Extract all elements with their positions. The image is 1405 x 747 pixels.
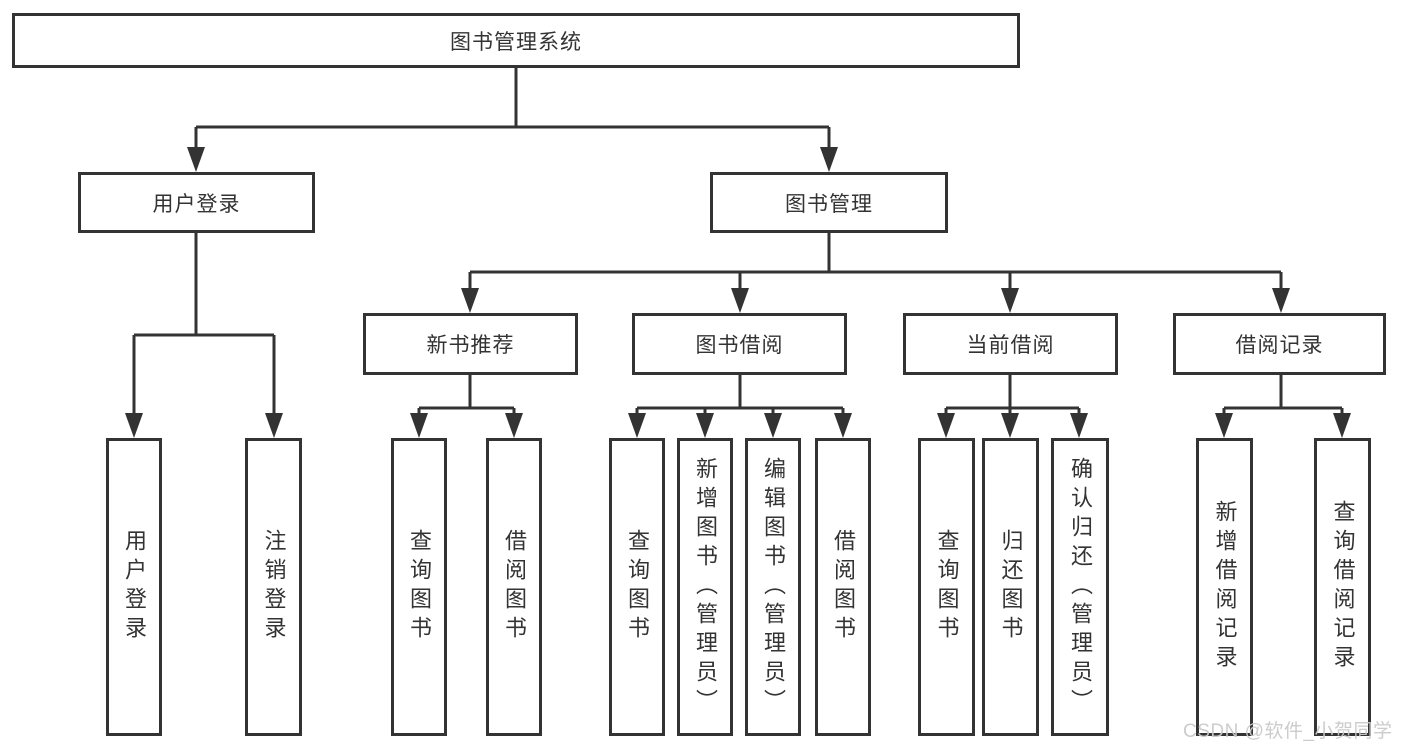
leaf-label: 编辑图书（管理员） <box>761 456 786 718</box>
node-library-management-system: 图书管理系统 <box>12 13 1020 68</box>
arrowhead-icon <box>834 413 852 438</box>
leaf-label: 查询图书 <box>407 529 432 645</box>
leaf-query-books: 查询图书 <box>391 438 447 736</box>
leaf-edit-books-admin: 编辑图书（管理员） <box>745 438 801 736</box>
leaf-query-books: 查询图书 <box>918 438 975 736</box>
leaf-return-books: 归还图书 <box>982 438 1039 736</box>
arrowhead-icon <box>696 413 714 438</box>
leaf-query-books: 查询图书 <box>609 438 665 736</box>
node-book-management: 图书管理 <box>710 172 948 233</box>
arrowhead-icon <box>1272 288 1290 313</box>
arrowhead-icon <box>1001 288 1019 313</box>
arrowhead-icon <box>1001 413 1019 438</box>
leaf-confirm-return-admin: 确认归还（管理员） <box>1051 438 1109 736</box>
node-new-book-recommendation: 新书推荐 <box>363 313 578 375</box>
arrowhead-icon <box>187 147 205 172</box>
leaf-add-books-admin: 新增图书（管理员） <box>677 438 733 736</box>
leaf-label: 查询图书 <box>625 529 650 645</box>
leaf-borrow-books: 借阅图书 <box>486 438 542 736</box>
arrowhead-icon <box>265 413 283 438</box>
leaf-label: 用户登录 <box>122 529 147 645</box>
leaf-query-borrow-record: 查询借阅记录 <box>1314 438 1371 736</box>
leaf-label: 归还图书 <box>998 529 1024 645</box>
node-current-borrowing: 当前借阅 <box>903 313 1118 375</box>
leaf-logout: 注销登录 <box>245 438 302 736</box>
leaf-borrow-books: 借阅图书 <box>815 438 871 736</box>
arrowhead-icon <box>505 413 523 438</box>
arrowhead-icon <box>820 147 838 172</box>
arrowhead-icon <box>410 413 428 438</box>
leaf-label: 新增图书（管理员） <box>693 456 718 718</box>
leaf-label: 确认归还（管理员） <box>1068 456 1093 718</box>
csdn-watermark: CSDN @软件_小贺同学 <box>1183 721 1393 742</box>
node-book-borrowing: 图书借阅 <box>632 313 847 375</box>
arrowhead-icon <box>937 413 955 438</box>
arrowhead-icon <box>125 413 143 438</box>
leaf-label: 新增借阅记录 <box>1212 500 1238 674</box>
leaf-label: 查询借阅记录 <box>1330 500 1356 674</box>
leaf-label: 查询图书 <box>934 529 960 645</box>
arrowhead-icon <box>731 288 749 313</box>
leaf-user-login: 用户登录 <box>106 438 162 736</box>
leaf-add-borrow-record: 新增借阅记录 <box>1196 438 1253 736</box>
node-user-login: 用户登录 <box>78 172 315 233</box>
arrowhead-icon <box>1215 413 1233 438</box>
node-borrowing-records: 借阅记录 <box>1173 313 1386 375</box>
arrowhead-icon <box>764 413 782 438</box>
arrowhead-icon <box>1333 413 1351 438</box>
arrowhead-icon <box>628 413 646 438</box>
arrowhead-icon <box>461 288 479 313</box>
leaf-label: 借阅图书 <box>831 529 856 645</box>
arrowhead-icon <box>1070 413 1088 438</box>
leaf-label: 注销登录 <box>261 529 287 645</box>
leaf-label: 借阅图书 <box>502 529 527 645</box>
